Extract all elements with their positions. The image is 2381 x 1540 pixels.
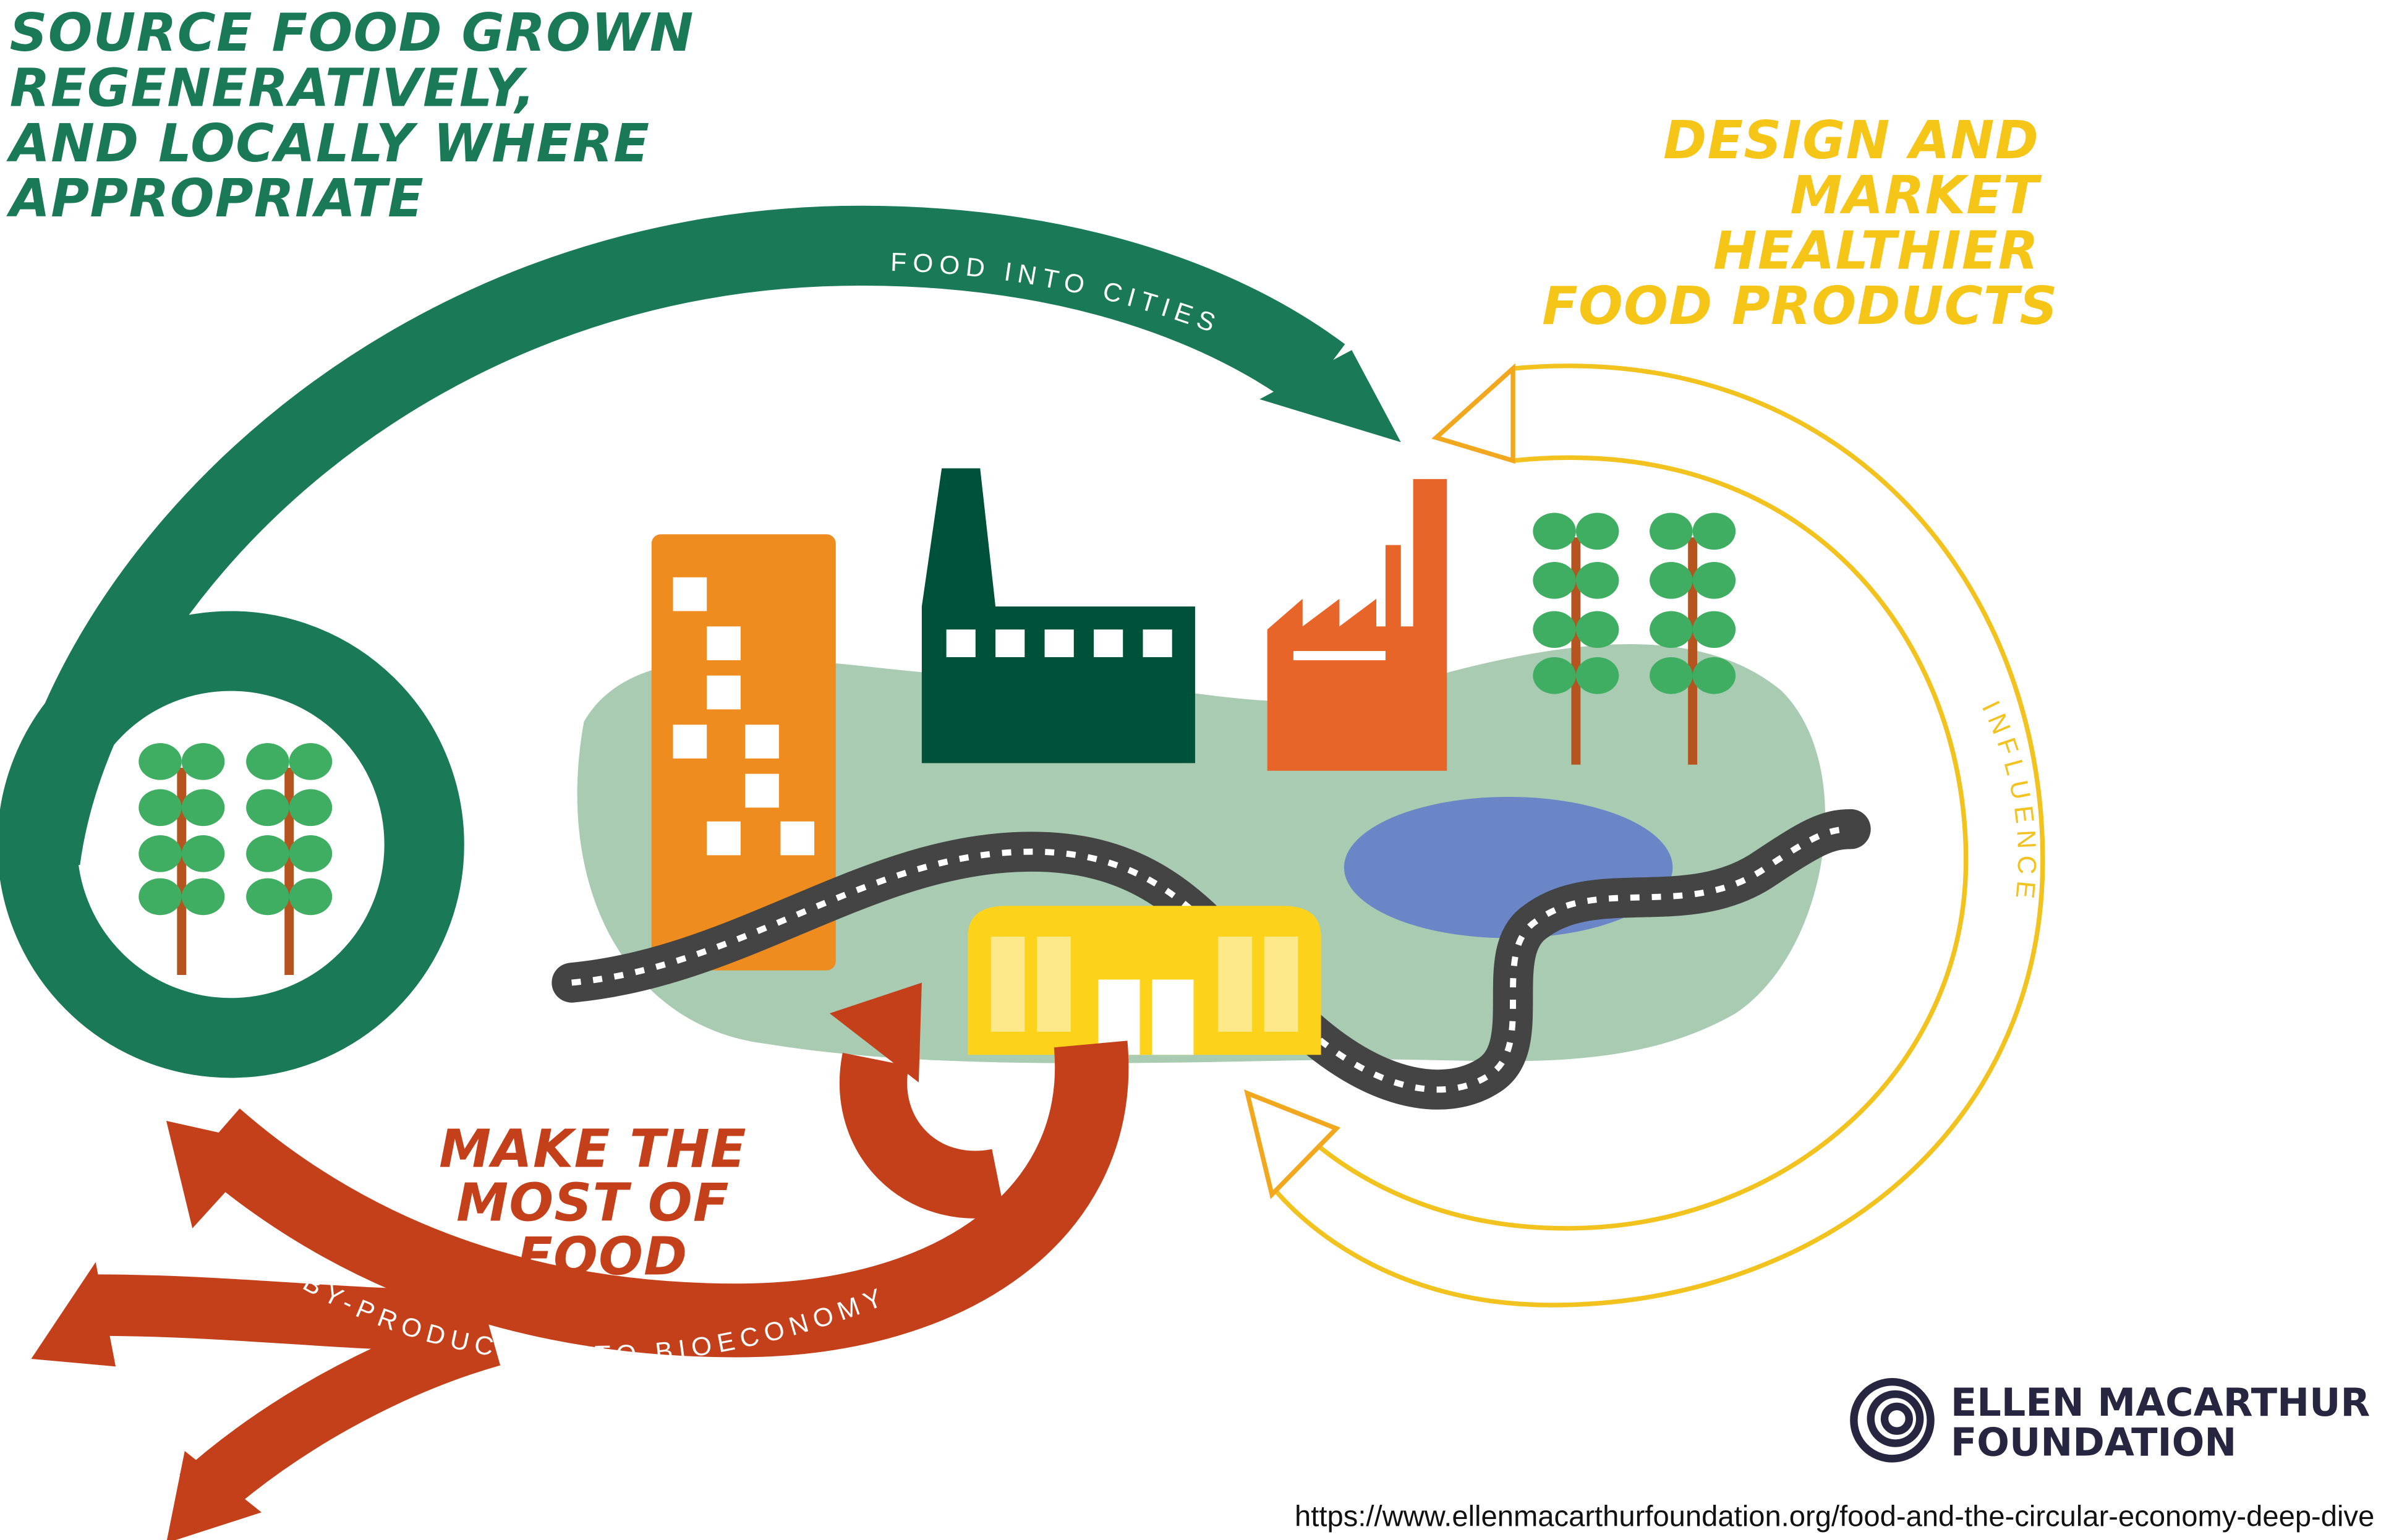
farm-trees-icon <box>138 743 333 976</box>
heading-source-food: SOURCE FOOD GROWN REGENERATIVELY, AND LO… <box>6 2 713 229</box>
influence-arrows <box>1244 363 2045 1308</box>
byproducts-arrows <box>31 982 1129 1540</box>
source-url[interactable]: https://www.ellenmacarthurfoundation.org… <box>1295 1500 2374 1533</box>
food-into-cities-arrow <box>0 205 1401 1078</box>
svg-text:FOUNDATION: FOUNDATION <box>1951 1419 2236 1465</box>
retail-store-icon <box>968 906 1321 1055</box>
factory-icon <box>921 468 1195 764</box>
road <box>552 809 1871 1110</box>
svg-text:ELLEN MACARTHUR: ELLEN MACARTHUR <box>1951 1380 2370 1425</box>
logo-circles-icon <box>1850 1377 1935 1463</box>
apartment-building-icon <box>651 534 836 971</box>
heading-design-products: DESIGN AND MARKET HEALTHIER FOOD PRODUCT… <box>1542 110 2058 336</box>
city-trees-icon <box>1533 513 1736 765</box>
heading-make-most-of-food: MAKE THE MOST OF FOOD <box>439 1118 765 1287</box>
influence-label: INFLUENCE <box>1977 696 2042 906</box>
processing-plant-icon <box>1267 479 1447 771</box>
ellen-macarthur-logo: ELLEN MACARTHUR FOUNDATION <box>1850 1377 2370 1465</box>
